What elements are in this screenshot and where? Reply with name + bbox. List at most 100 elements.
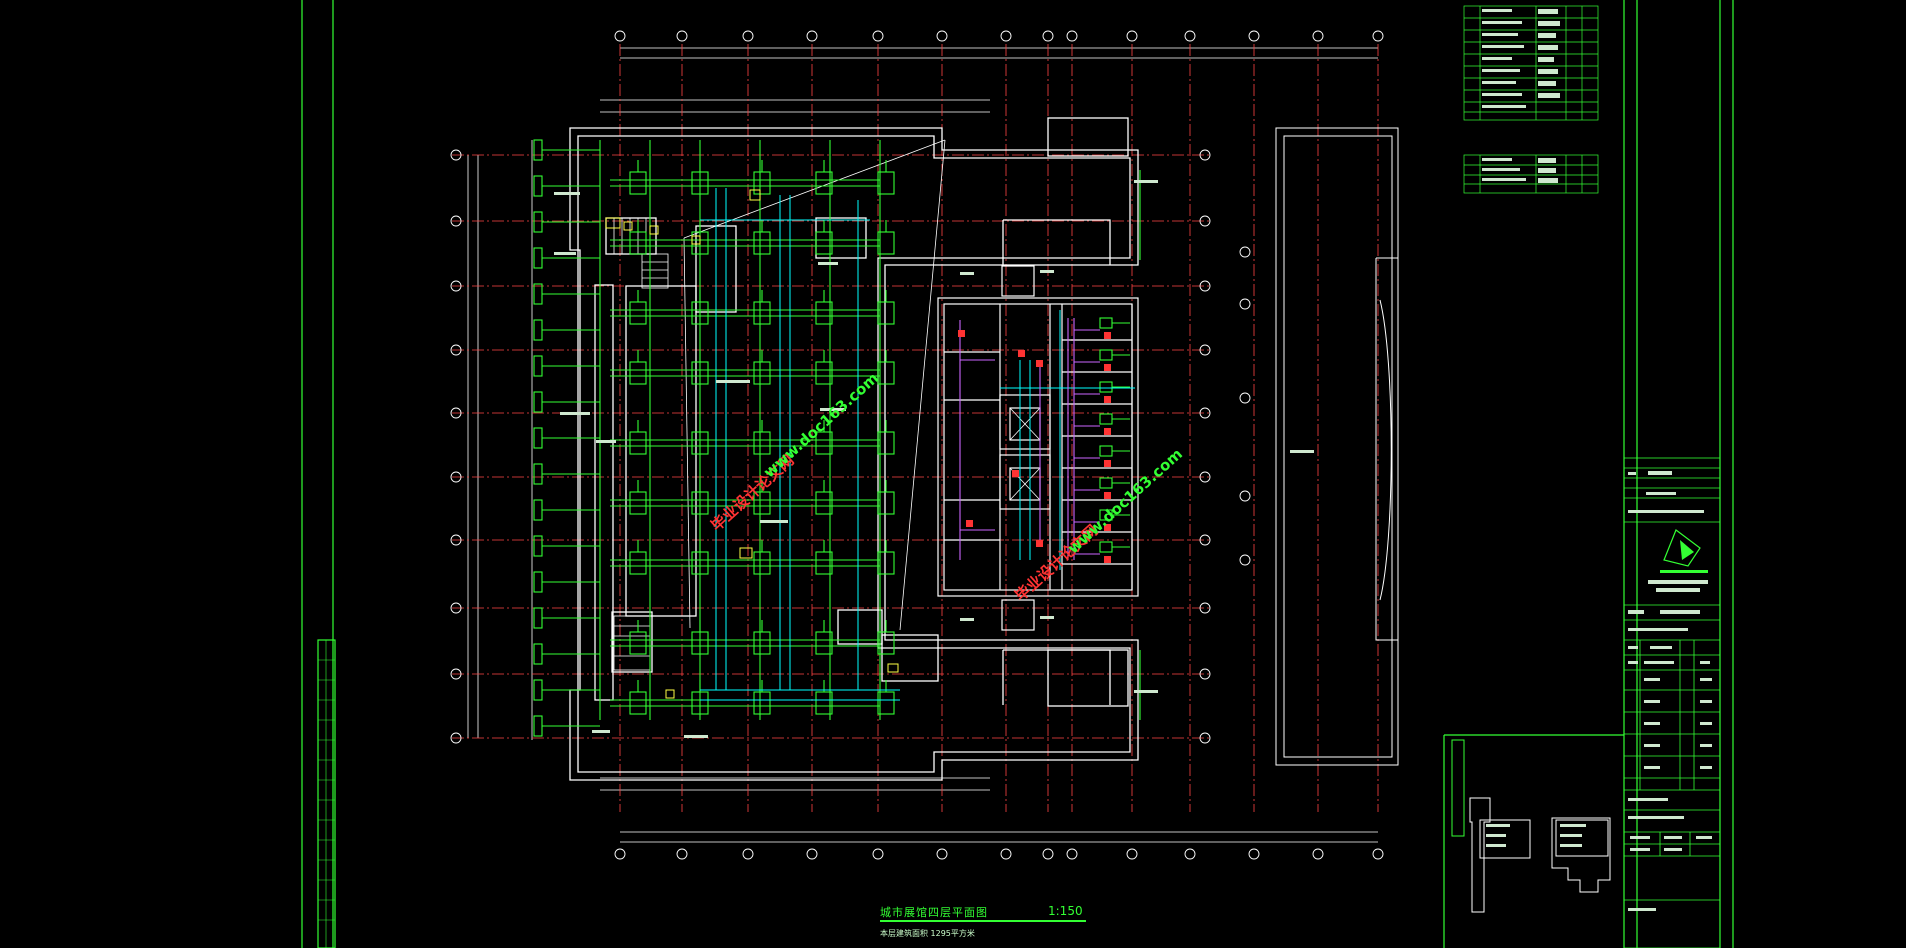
axis-bubble-bottom — [1312, 848, 1324, 860]
equipment-marker — [1104, 364, 1111, 371]
adjacent-building — [1275, 127, 1399, 766]
text-mark — [818, 262, 838, 265]
equipment-marker — [966, 520, 973, 527]
wall-unit — [533, 643, 543, 665]
axis-lines-vertical — [619, 44, 1379, 812]
equipment-marker — [1104, 492, 1111, 499]
diffuser — [629, 631, 647, 655]
axis-bubble-right — [1199, 732, 1211, 744]
drawing-title: 城市展馆四层平面图 — [880, 906, 988, 919]
diffuser — [753, 361, 771, 385]
legend-table-fill — [1482, 9, 1560, 183]
axis-bubble-bottom — [1042, 848, 1054, 860]
axis-bubble-core — [1239, 298, 1251, 310]
equipment-marker — [1018, 350, 1025, 357]
title-underline — [880, 920, 1086, 922]
text-mark — [716, 380, 750, 383]
axis-bubble-top — [936, 30, 948, 42]
axis-bubble-top — [1312, 30, 1324, 42]
wall-unit — [533, 319, 543, 341]
axis-bubble-right — [1199, 471, 1211, 483]
axis-bubble-top — [676, 30, 688, 42]
dimension-lines-top — [600, 47, 1378, 113]
wall-unit — [533, 175, 543, 197]
text-mark — [592, 730, 610, 733]
wall-unit — [533, 499, 543, 521]
axis-bubble-top — [1066, 30, 1078, 42]
wall-unit — [533, 283, 543, 305]
core-fan-coil — [1099, 445, 1113, 457]
core-fan-coil — [1099, 349, 1113, 361]
annotation-text-marks — [554, 180, 1314, 738]
text-mark — [684, 735, 708, 738]
text-mark — [960, 272, 974, 275]
axis-bubble-core — [1239, 490, 1251, 502]
diffuser — [629, 491, 647, 515]
axis-bubble-right — [1199, 534, 1211, 546]
text-mark — [1040, 616, 1054, 619]
diffuser — [753, 231, 771, 255]
equipment-marker — [1104, 428, 1111, 435]
diffuser — [753, 171, 771, 195]
hvac-pipes — [700, 188, 1135, 701]
dimension-lines-bottom — [600, 777, 1378, 843]
legend-table-top — [1463, 5, 1599, 194]
axis-bubble-bottom — [1372, 848, 1384, 860]
text-mark — [554, 252, 576, 255]
wall-unit — [533, 139, 543, 161]
axis-bubble-top — [1184, 30, 1196, 42]
equipment-marker — [1104, 332, 1111, 339]
wall-unit — [533, 463, 543, 485]
diffuser — [629, 301, 647, 325]
axis-bubble-bottom — [872, 848, 884, 860]
axis-bubble-right — [1199, 407, 1211, 419]
core-block — [937, 265, 1139, 631]
axis-bubble-bottom — [676, 848, 688, 860]
axis-bubble-left — [450, 344, 462, 356]
wall-unit — [533, 535, 543, 557]
axis-bubble-top — [1372, 30, 1384, 42]
axis-bubble-top — [1042, 30, 1054, 42]
elevator-shafts — [1009, 407, 1041, 501]
wall-unit — [533, 715, 543, 737]
axis-bubble-top — [806, 30, 818, 42]
diffuser — [753, 301, 771, 325]
axis-bubble-top — [614, 30, 626, 42]
text-mark — [1040, 270, 1054, 273]
axis-bubble-bottom — [1126, 848, 1138, 860]
drawing-subtitle: 本层建筑面积 1295平方米 — [880, 929, 975, 938]
axis-bubble-right — [1199, 668, 1211, 680]
axis-bubble-bottom — [1184, 848, 1196, 860]
axis-bubble-left — [450, 732, 462, 744]
axis-bubble-bottom — [806, 848, 818, 860]
axis-bubble-top — [1126, 30, 1138, 42]
axis-bubble-right — [1199, 149, 1211, 161]
hvac-ductwork — [533, 139, 1141, 737]
stair-lower-left — [613, 615, 651, 671]
axis-bubble-bottom — [614, 848, 626, 860]
equipment-marker — [1104, 556, 1111, 563]
core-fan-coil — [1099, 317, 1113, 329]
text-mark — [560, 412, 590, 415]
text-mark — [1134, 180, 1158, 183]
drawing-scale: 1:150 — [1048, 904, 1083, 918]
axis-bubble-core — [1239, 392, 1251, 404]
yellow-equipment — [605, 189, 899, 699]
title-block — [1623, 457, 1721, 948]
text-mark — [960, 618, 974, 621]
axis-bubble-left — [450, 668, 462, 680]
diffuser — [629, 551, 647, 575]
wall-unit — [533, 427, 543, 449]
key-plan-text — [1486, 824, 1586, 847]
axis-bubble-left — [450, 149, 462, 161]
core-fan-coil — [1099, 541, 1113, 553]
equipment-markers — [958, 330, 1111, 563]
axis-bubble-left — [450, 215, 462, 227]
title-block-text — [1628, 471, 1712, 911]
equipment-marker — [1104, 524, 1111, 531]
equipment-marker — [1104, 396, 1111, 403]
axis-bubble-core — [1239, 554, 1251, 566]
diffuser — [629, 431, 647, 455]
diffuser — [753, 551, 771, 575]
